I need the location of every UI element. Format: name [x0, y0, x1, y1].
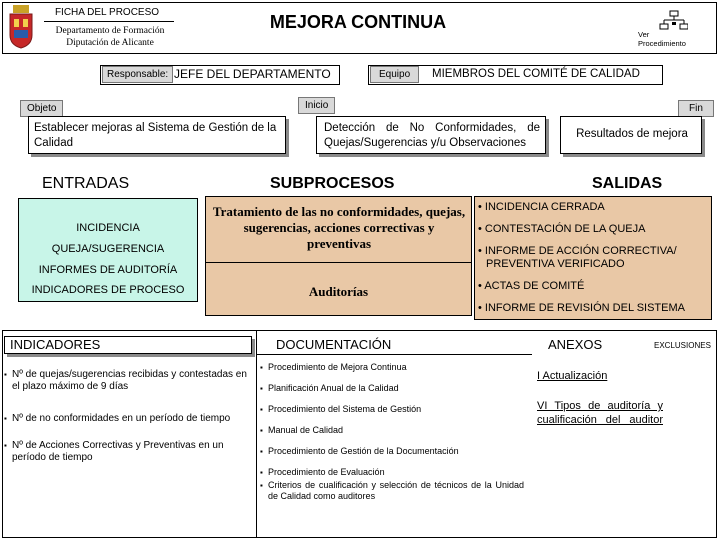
salida-item: • CONTESTACIÓN DE LA QUEJA — [478, 223, 646, 235]
inicio-text: Detección de No Conformidades, de Quejas… — [324, 122, 540, 149]
entrada-item: INDICADORES DE PROCESO — [31, 284, 185, 296]
documento-link[interactable]: Procedimiento del Sistema de Gestión — [260, 404, 524, 415]
responsable-label: Responsable: — [102, 66, 174, 83]
bottom-panel — [2, 330, 717, 538]
entrada-item: INFORMES DE AUDITORÍA — [38, 264, 178, 276]
anexo-link[interactable]: VI Tipos de auditoría y cualificación de… — [537, 400, 663, 426]
ver-label: Ver — [638, 30, 650, 39]
objeto-text: Establecer mejoras al Sistema de Gestión… — [34, 122, 277, 149]
equipo-box — [368, 65, 663, 85]
ficha-label: FICHA DEL PROCESO — [54, 7, 160, 18]
subprocesos-panel — [205, 196, 472, 316]
ficha-underline — [44, 21, 174, 22]
indicador-item: ▪Nº de quejas/sugerencias recibidas y co… — [4, 369, 247, 392]
entradas-title: ENTRADAS — [42, 175, 130, 192]
documento-link[interactable]: Planificación Anual de la Calidad — [260, 383, 524, 394]
documento-link[interactable]: Manual de Calidad — [260, 425, 524, 436]
salida-item: • ACTAS DE COMITÉ — [478, 280, 585, 292]
objeto-label: Objeto — [20, 100, 64, 117]
fin-label: Fin — [678, 100, 714, 117]
salidas-title: SALIDAS — [592, 175, 663, 192]
entrada-item: INCIDENCIA — [76, 222, 140, 234]
fin-box — [560, 116, 702, 154]
ver-procedimiento-button[interactable]: Ver Procedimiento — [636, 10, 716, 50]
documentacion-list: Procedimiento de Mejora Continua Planifi… — [260, 362, 524, 502]
departamento-label: Departamento de Formación — [55, 26, 165, 36]
entradas-panel — [18, 198, 198, 302]
inicio-label: Inicio — [298, 97, 336, 114]
documento-link[interactable]: Procedimiento de Mejora Continua — [260, 362, 524, 373]
equipo-label: Equipo — [370, 66, 420, 83]
inicio-box — [316, 116, 546, 154]
salida-item: • INFORME DE REVISIÓN DEL SISTEMA — [478, 302, 685, 314]
documento-link[interactable]: Procedimiento de Evaluación — [260, 467, 524, 478]
indicadores-header — [4, 336, 252, 354]
documento-link[interactable]: Procedimiento de Gestión de la Documenta… — [260, 446, 524, 457]
indicador-item: ▪Nº de Acciones Correctivas y Preventiva… — [4, 440, 224, 463]
anexo-link[interactable]: I Actualización — [537, 370, 608, 382]
flowchart-icon — [658, 10, 689, 32]
equipo-value: MIEMBROS DEL COMITÉ DE CALIDAD — [432, 68, 640, 80]
indicador-item: ▪Nº de no conformidades en un período de… — [4, 413, 231, 424]
salida-item: • INFORME DE ACCIÓN CORRECTIVA/ PREVENTI… — [478, 245, 677, 270]
fin-text: Resultados de mejora — [576, 128, 688, 140]
subproceso-item: Tratamiento de las no conformidades, que… — [212, 204, 466, 251]
documentacion-title: DOCUMENTACIÓN — [276, 337, 392, 352]
salida-item: • INCIDENCIA CERRADA — [478, 201, 605, 213]
indicadores-title: INDICADORES — [10, 337, 101, 352]
header-frame — [2, 2, 717, 54]
objeto-box — [28, 116, 286, 154]
diputacion-label: Diputación de Alicante — [66, 38, 154, 48]
entrada-item: QUEJA/SUGERENCIA — [51, 243, 165, 255]
exclusiones-label[interactable]: EXCLUSIONES — [654, 341, 711, 350]
responsable-value: JEFE DEL DEPARTAMENTO — [174, 67, 331, 81]
coat-of-arms-logo — [8, 5, 34, 49]
procedimiento-label: Procedimiento — [638, 39, 686, 48]
documento-link[interactable]: Criterios de cualificación y selección d… — [260, 480, 524, 502]
subprocesos-divider — [205, 262, 472, 263]
subprocesos-title: SUBPROCESOS — [270, 175, 395, 192]
anexos-title: ANEXOS — [548, 337, 603, 352]
bottom-divider — [256, 330, 257, 538]
page-title: MEJORA CONTINUA — [269, 12, 447, 32]
documentacion-underline — [256, 354, 532, 355]
subproceso-item: Auditorías — [308, 284, 369, 299]
salidas-panel — [474, 196, 712, 320]
